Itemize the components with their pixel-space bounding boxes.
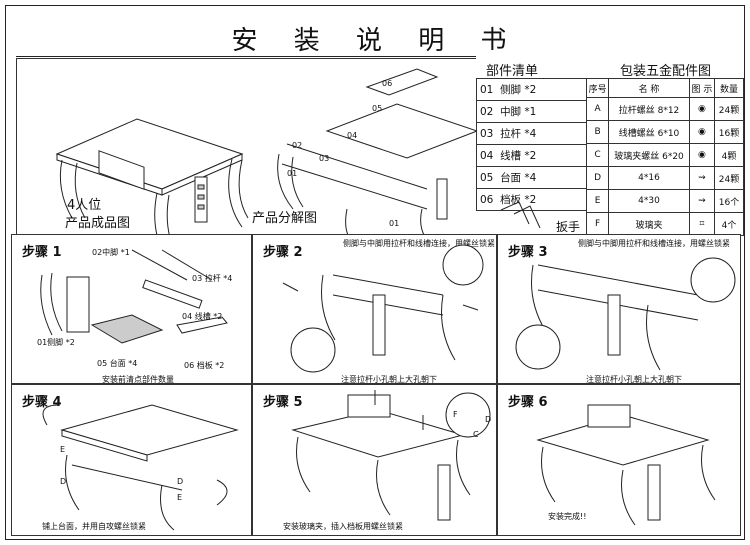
part-label: 05 台面 *4: [97, 359, 138, 368]
hardware-callout: D: [177, 477, 184, 486]
assembled-caption-2: 产品成品图: [65, 216, 131, 231]
assembled-desktop: [55, 118, 244, 190]
title-divider: [16, 56, 734, 57]
bolt-icon: ◉: [688, 97, 716, 121]
step-1-drawing: [40, 249, 228, 344]
assembled-caption: 4人位: [67, 198, 102, 213]
part-label: 01侧脚 *2: [37, 338, 75, 347]
step-2-note: 侧脚与中脚用拉杆和线槽连接，用螺丝锁紧: [343, 239, 495, 248]
part-callout: 02: [292, 141, 303, 150]
screw-icon: ⇝: [688, 166, 716, 190]
step-6-caption: 安装完成!!: [548, 512, 587, 521]
overview-panel: 4人位 产品成品图 产品分解图 01 02 03 04 05 06 01: [16, 58, 481, 237]
step-4-panel: 步骤 4 E D D E 铺上台面，并用自攻螺丝锁紧: [11, 384, 252, 536]
part-label: 04 线槽 *2: [182, 312, 223, 321]
step-2-caption: 注意拉杆小孔朝上大孔朝下: [341, 375, 437, 384]
step-3-drawing: [515, 257, 736, 371]
step-4-drawing: [42, 404, 239, 531]
step-1-panel: 步骤 1 02中脚 *1 03 拉杆 *4 01侧脚 *2 04 线槽 *2 0…: [11, 234, 252, 384]
table-row: 04 线槽 *2: [476, 144, 596, 167]
step-3-panel: 步骤 3 侧脚与中脚用拉杆和线槽连接，用螺丝锁紧 注意拉杆小孔朝上大孔朝下: [497, 234, 741, 384]
step-5-drawing: [291, 390, 491, 521]
table-row: 01 侧脚 *2: [476, 78, 596, 101]
step-2-title: 步骤 2: [263, 245, 303, 260]
step-4-caption: 铺上台面，并用自攻螺丝锁紧: [42, 522, 146, 531]
bolt-icon: ◉: [688, 143, 716, 167]
clip-icon: ⌗: [688, 212, 716, 236]
hardware-callout: E: [60, 445, 66, 454]
step-5-title: 步骤 5: [263, 395, 303, 410]
part-callout: 05: [372, 104, 383, 113]
bolt-icon: ◉: [688, 120, 716, 144]
part-callout: 04: [347, 131, 358, 140]
wrench-label: 扳手: [556, 220, 581, 234]
parts-list-table: 01 侧脚 *2 02 中脚 *1 03 拉杆 *4 04 线槽 *2 05 台…: [476, 78, 596, 211]
hardware-callout: C: [473, 430, 479, 439]
step-1-caption: 安装前清点部件数量: [102, 375, 174, 384]
part-callout: 01: [389, 219, 400, 228]
part-label: 02中脚 *1: [92, 248, 130, 257]
part-label: 03 拉杆 *4: [192, 274, 233, 283]
hardware-callout: D: [60, 477, 67, 486]
part-callout: 06: [382, 79, 393, 88]
part-callout: 01: [287, 169, 298, 178]
step-1-title: 步骤 1: [22, 245, 62, 260]
step-4-title: 步骤 4: [22, 395, 62, 410]
step-3-caption: 注意拉杆小孔朝上大孔朝下: [586, 375, 682, 384]
step-3-title: 步骤 3: [508, 245, 548, 260]
step-5-panel: 步骤 5 F D C 安装玻璃夹，插入档板用螺丝锁紧: [252, 384, 497, 536]
step-2-panel: 步骤 2 侧脚与中脚用拉杆和线槽连接，用螺丝锁紧 注意拉杆小孔朝上大孔朝下: [252, 234, 497, 384]
wrench-icon: [500, 201, 541, 229]
assembly-overview-drawing: [55, 68, 479, 237]
part-callout: 03: [319, 154, 330, 163]
step-6-title: 步骤 6: [508, 395, 548, 410]
step-3-note: 侧脚与中脚用拉杆和线槽连接，用螺丝锁紧: [578, 239, 730, 248]
part-label: 06 档板 *2: [184, 361, 225, 370]
instruction-sheet: 安 装 说 明 书 4人位 产品成品图 产品分解图 01: [5, 5, 745, 540]
screw-icon: ⇝: [688, 189, 716, 213]
step-6-panel: 步骤 6 安装完成!!: [497, 384, 741, 536]
step-5-caption: 安装玻璃夹，插入档板用螺丝锁紧: [283, 522, 403, 531]
hardware-callout: D: [485, 415, 492, 424]
step-2-drawing: [282, 244, 484, 373]
hardware-title: 包装五金配件图: [620, 64, 712, 79]
page-title: 安 装 说 明 书: [231, 26, 521, 56]
step-6-drawing: [536, 404, 716, 526]
parts-list-title: 部件清单: [486, 64, 539, 79]
parts-list-panel: 部件清单 01 侧脚 *2 02 中脚 *1 03 拉杆 *4 04 线槽 *2…: [476, 50, 596, 236]
hardware-callout: F: [453, 410, 458, 419]
hardware-callout: E: [177, 493, 183, 502]
exploded-caption: 产品分解图: [252, 211, 318, 226]
